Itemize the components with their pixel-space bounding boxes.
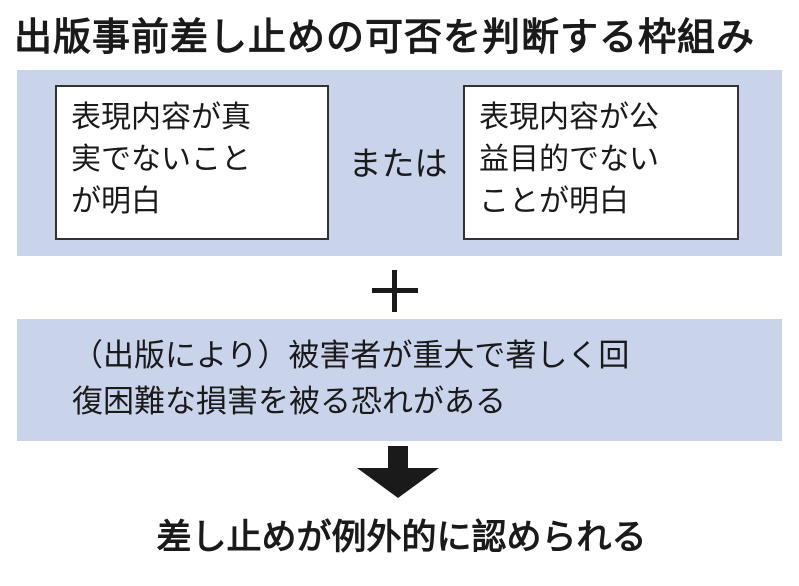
down-arrow-icon xyxy=(357,446,439,498)
condition-box-not-public-interest: 表現内容が公 益目的でない ことが明白 xyxy=(463,85,739,240)
diagram-title: 出版事前差し止めの可否を判断する枠組み xyxy=(14,15,756,59)
plus-icon xyxy=(372,270,418,312)
condition-box-untrue: 表現内容が真 実でないこと が明白 xyxy=(55,85,329,240)
damage-condition-text: （出版により）被害者が重大で著しく回 復困難な損害を被る恐れがある xyxy=(72,338,630,420)
damage-condition-band xyxy=(17,319,782,441)
or-connector-label: または xyxy=(348,144,448,183)
result-text: 差し止めが例外的に認められる xyxy=(156,518,647,558)
